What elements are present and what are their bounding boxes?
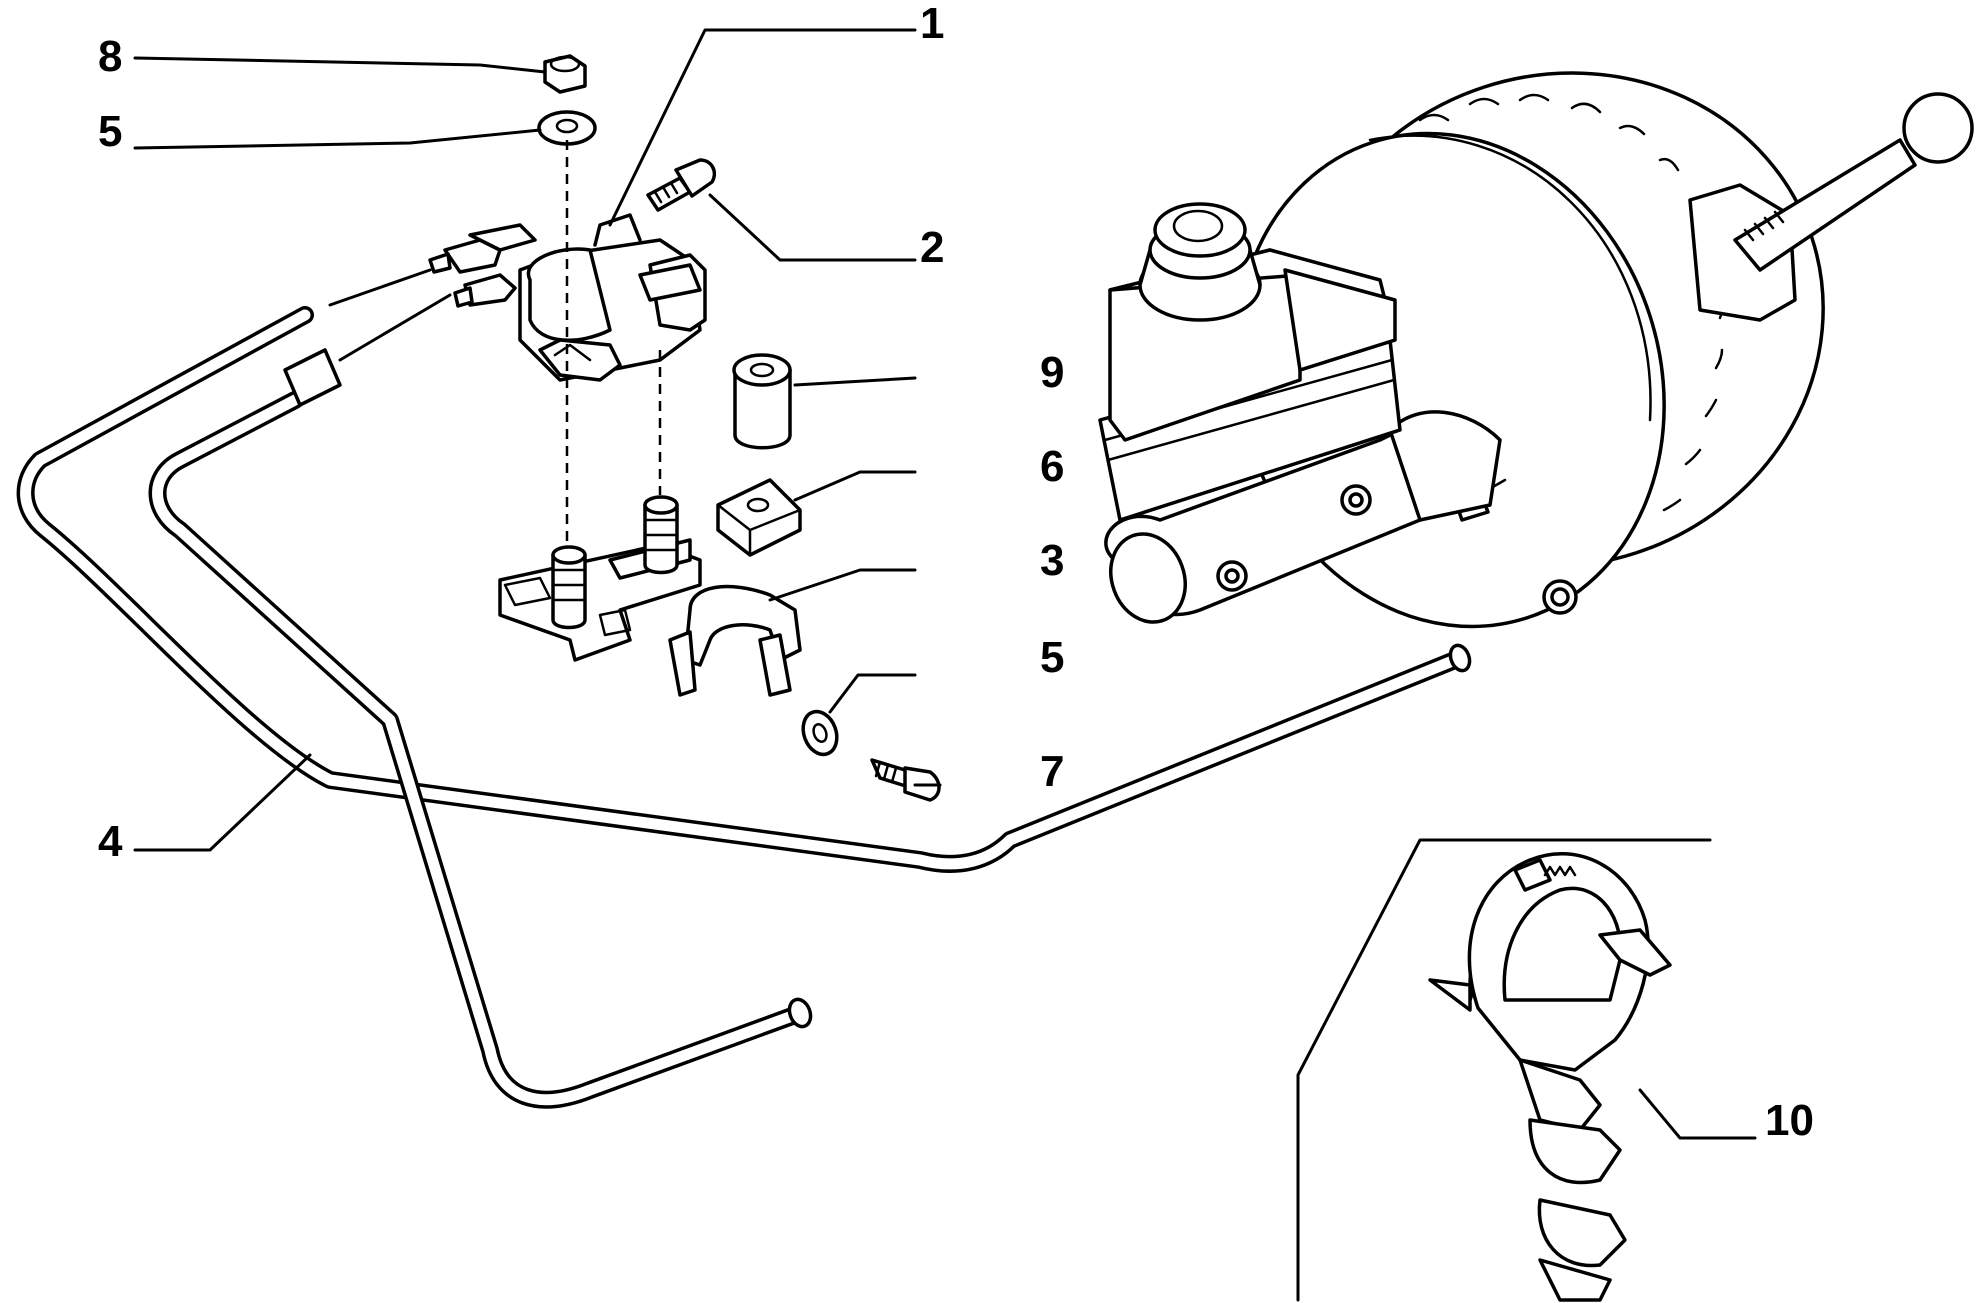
callout-4: 4 xyxy=(98,817,123,866)
assembly-lines xyxy=(565,140,662,545)
part-8-nut xyxy=(543,54,587,94)
part-1-solenoid-valve xyxy=(428,213,707,382)
callout-10: 10 xyxy=(1765,1096,1814,1145)
part-7-bolt xyxy=(870,758,941,802)
callout-labels: 1 8 5 2 9 6 3 5 7 4 10 xyxy=(98,0,1814,1145)
part-4-hoses xyxy=(16,306,1472,1109)
callout-5-top: 5 xyxy=(98,107,122,156)
callout-8: 8 xyxy=(98,32,122,81)
master-cylinder xyxy=(1098,202,1502,624)
callout-3: 3 xyxy=(1040,536,1064,585)
callout-7: 7 xyxy=(1040,747,1064,796)
callout-1: 1 xyxy=(920,0,944,48)
callout-5-lower: 5 xyxy=(1040,633,1064,682)
part-5-washer-lower xyxy=(801,709,839,757)
part-10-clip-detail xyxy=(1296,838,1712,1302)
part-2-screw xyxy=(646,158,717,212)
part-9-spacer xyxy=(732,353,792,450)
part-5-washer-top xyxy=(537,110,597,146)
callout-9: 9 xyxy=(1040,348,1064,397)
part-6-square-bushing xyxy=(716,478,802,557)
leader-lines xyxy=(133,28,1757,1140)
callout-2: 2 xyxy=(920,223,944,272)
part-3-bracket xyxy=(498,495,802,697)
callout-6: 6 xyxy=(1040,442,1064,491)
